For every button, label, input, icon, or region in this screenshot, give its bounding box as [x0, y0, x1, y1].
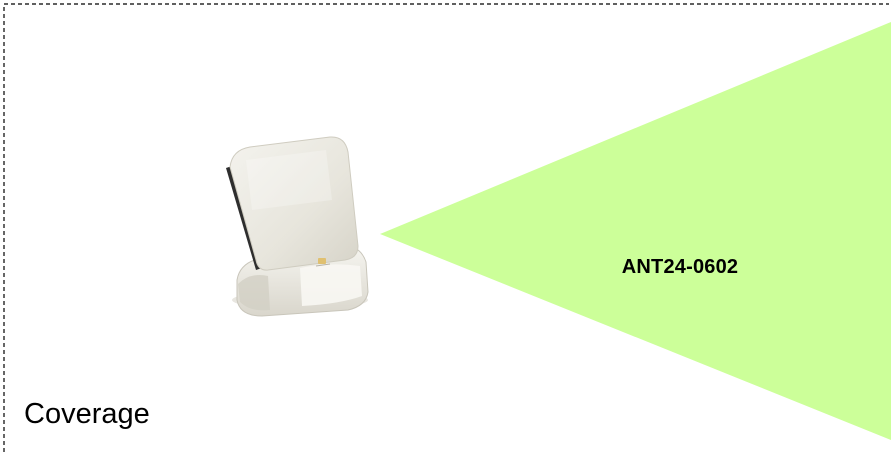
coverage-beam [380, 22, 891, 440]
product-name-label: ANT24-0602 [560, 256, 800, 279]
coverage-caption: Coverage [24, 398, 150, 431]
panel-antenna-icon [226, 137, 368, 316]
